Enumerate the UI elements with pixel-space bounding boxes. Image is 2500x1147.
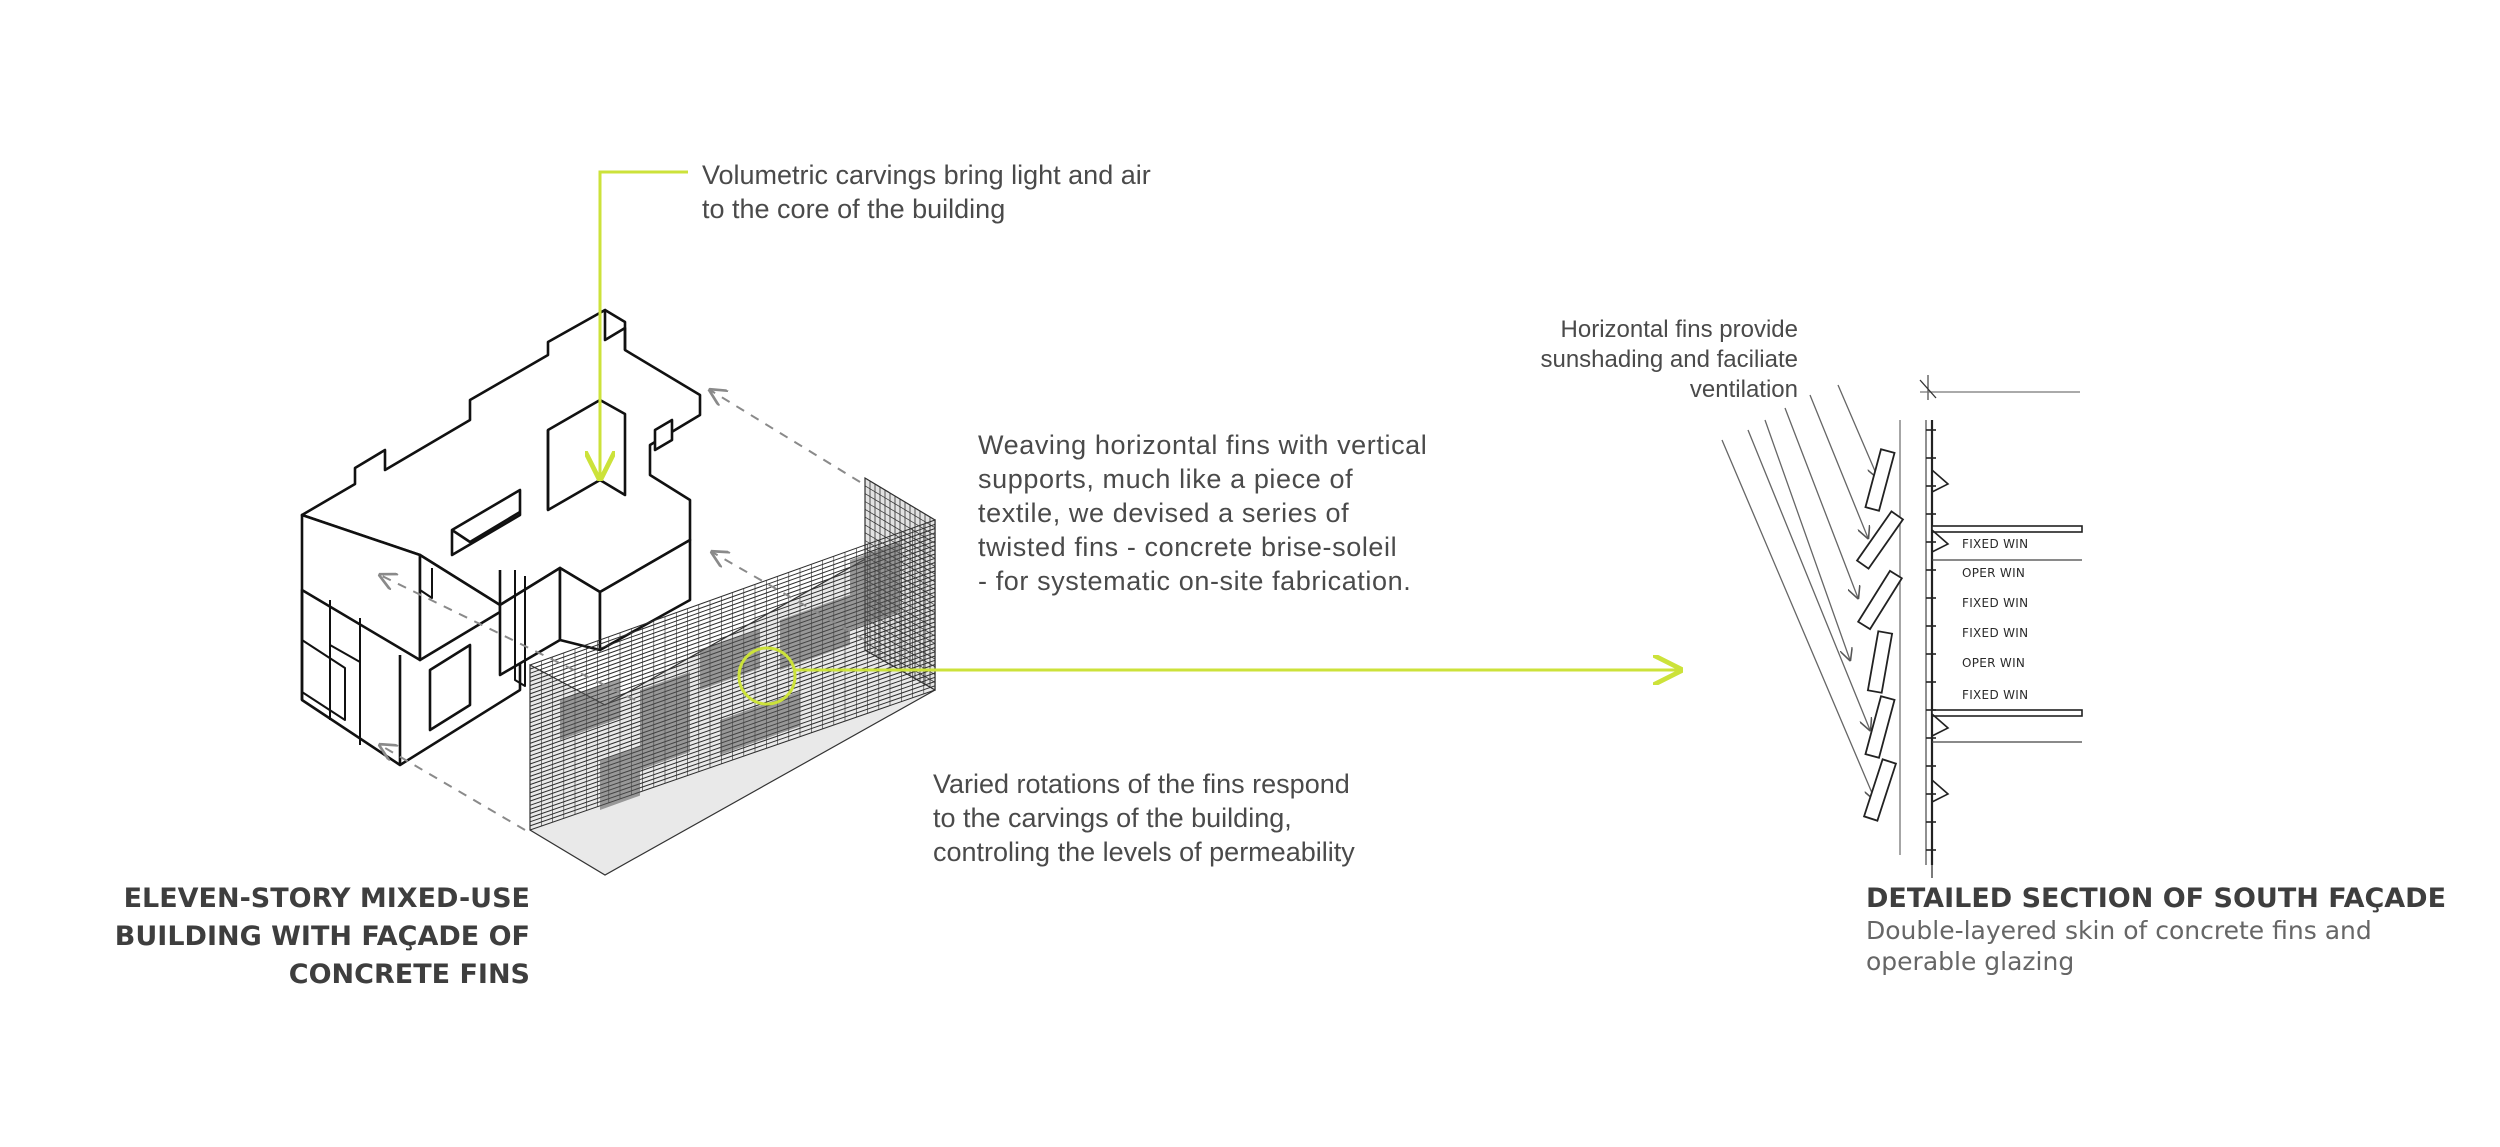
callout-volumetric-line bbox=[600, 170, 688, 478]
note-line: Varied rotations of the fins respond bbox=[933, 769, 1350, 799]
note-line: to the carvings of the building, bbox=[933, 803, 1292, 833]
note-line: Weaving horizontal fins with vertical bbox=[978, 430, 1428, 460]
caption-line: ELEVEN-STORY MIXED-USE bbox=[123, 883, 530, 914]
callout-fin-circle bbox=[737, 646, 797, 706]
caption-line: BUILDING WITH FAÇADE OF bbox=[114, 921, 530, 952]
note-line: twisted fins - concrete brise-soleil bbox=[978, 532, 1398, 562]
note-horizontal-fins: Horizontal fins provide sunshading and f… bbox=[1540, 315, 1798, 405]
dashed-guide-arrows bbox=[380, 390, 866, 831]
note-line: to the core of the building bbox=[702, 194, 1006, 224]
note-line: ventilation bbox=[1689, 376, 1798, 403]
label-oper-win-2: OPER WIN bbox=[1962, 656, 2025, 670]
sun-rays bbox=[1721, 384, 1878, 800]
caption-line: CONCRETE FINS bbox=[288, 959, 530, 990]
section-drawing: FIXED WIN OPER WIN FIXED WIN FIXED WIN O… bbox=[1721, 375, 2083, 878]
note-line: - for systematic on-site fabrication. bbox=[978, 566, 1412, 596]
note-weaving-fins: Weaving horizontal fins with vertical su… bbox=[978, 428, 1427, 598]
note-line: controling the levels of permeability bbox=[933, 837, 1355, 867]
note-line: Volumetric carvings bring light and air bbox=[702, 160, 1151, 190]
label-fixed-win-3: FIXED WIN bbox=[1962, 626, 2028, 640]
note-line: Horizontal fins provide bbox=[1560, 316, 1798, 343]
section-fins bbox=[1855, 448, 1905, 822]
caption-line: DETAILED SECTION OF SOUTH FAÇADE bbox=[1866, 883, 2447, 914]
building-caption-title: ELEVEN-STORY MIXED-USE BUILDING WITH FAÇ… bbox=[115, 880, 530, 994]
note-volumetric-carvings: Volumetric carvings bring light and air … bbox=[702, 158, 1151, 226]
fin-facade bbox=[529, 476, 936, 876]
label-fixed-win-1: FIXED WIN bbox=[1962, 537, 2028, 551]
section-caption-subtitle: Double-layered skin of concrete fins and… bbox=[1866, 915, 2372, 977]
section-caption-title: DETAILED SECTION OF SOUTH FAÇADE bbox=[1866, 880, 2446, 918]
building-mass bbox=[300, 308, 702, 767]
note-line: textile, we devised a series of bbox=[978, 498, 1350, 528]
label-oper-win-1: OPER WIN bbox=[1962, 566, 2025, 580]
caption-line: Double-layered skin of concrete fins and bbox=[1866, 916, 2372, 945]
note-line: sunshading and faciliate bbox=[1540, 346, 1798, 373]
label-fixed-win-4: FIXED WIN bbox=[1962, 688, 2028, 702]
label-fixed-win-2: FIXED WIN bbox=[1962, 596, 2028, 610]
note-varied-rotations: Varied rotations of the fins respond to … bbox=[933, 767, 1355, 869]
note-line: supports, much like a piece of bbox=[978, 464, 1354, 494]
green-callouts bbox=[600, 170, 1680, 706]
caption-line: operable glazing bbox=[1866, 947, 2075, 976]
